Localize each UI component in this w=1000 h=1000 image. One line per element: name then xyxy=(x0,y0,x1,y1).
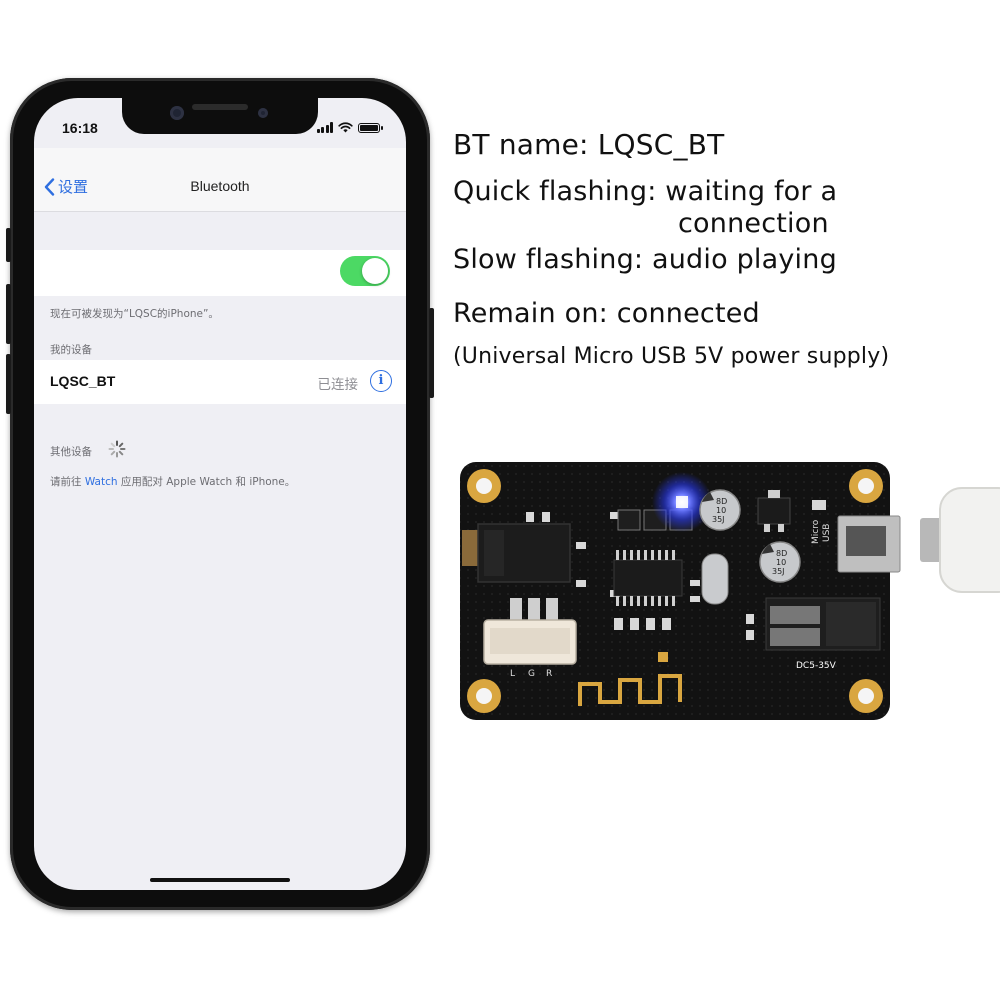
phone-power-button xyxy=(429,308,434,398)
battery-icon xyxy=(358,122,383,133)
micro-label-line1: Micro xyxy=(811,519,821,544)
mounting-holes xyxy=(467,469,883,713)
pin-label-g: G xyxy=(528,669,535,679)
pair-hint-prefix: 请前往 xyxy=(50,476,85,488)
wifi-icon xyxy=(338,122,353,133)
pair-hint: 请前往 Watch 应用配对 Apple Watch 和 iPhone。 xyxy=(50,474,295,489)
my-devices-header: 我的设备 xyxy=(50,344,92,356)
micro-label-line2: USB xyxy=(822,524,832,542)
discoverable-text: 现在可被发现为“LQSC的iPhone”。 xyxy=(50,308,219,320)
pair-hint-suffix: 应用配对 Apple Watch 和 iPhone。 xyxy=(117,476,296,488)
front-camera xyxy=(170,106,184,120)
pcb-antenna xyxy=(578,652,682,706)
watch-app-link[interactable]: Watch xyxy=(84,476,118,488)
main-ic-chip xyxy=(613,550,683,606)
phone-volume-up xyxy=(6,284,11,344)
bluetooth-audio-board: 8D 10 35J 8D 10 35J xyxy=(440,430,1000,750)
cap2-line3: 35J xyxy=(772,567,785,576)
device-name: LQSC_BT xyxy=(50,373,116,389)
power-note-text: (Universal Micro USB 5V power supply) xyxy=(453,344,890,369)
toggle-knob xyxy=(362,258,388,284)
usb-plug xyxy=(920,487,1000,593)
device-row-lqsc-bt[interactable]: LQSC_BT 已连接 i xyxy=(34,360,406,404)
capacitor-1: 8D 10 35J xyxy=(699,489,741,531)
bluetooth-toggle[interactable] xyxy=(340,256,390,286)
capacitor-2: 8D 10 35J xyxy=(759,541,801,583)
pin-label-r: R xyxy=(546,669,552,679)
home-indicator[interactable] xyxy=(150,878,290,882)
pin-label-l: L xyxy=(510,669,515,679)
quick-flash-text: Quick flashing: waiting for a xyxy=(453,176,838,207)
earpiece-speaker xyxy=(192,104,248,110)
phone-mockup: 16:18 设置 Bluetooth 现在可被发现为“L xyxy=(6,78,434,910)
board-illustration: 8D 10 35J 8D 10 35J xyxy=(460,462,1000,720)
back-label: 设置 xyxy=(58,178,89,196)
proximity-sensor xyxy=(258,108,268,118)
nav-bar: 设置 Bluetooth xyxy=(34,148,406,212)
crystal-oscillator xyxy=(701,553,729,605)
dc-screw-terminal: DC5-35V xyxy=(765,597,881,671)
slow-flash-text: Slow flashing: audio playing xyxy=(453,244,837,275)
phone-notch xyxy=(122,98,318,134)
cap2-line2: 10 xyxy=(776,558,786,567)
bt-name-text: BT name: LQSC_BT xyxy=(453,128,725,161)
info-icon[interactable]: i xyxy=(370,370,392,392)
audio-jack xyxy=(462,523,571,583)
phone-side-button xyxy=(6,228,11,262)
speaker-connector: L G R xyxy=(483,598,577,679)
bluetooth-toggle-row xyxy=(34,250,406,296)
phone-volume-down xyxy=(6,354,11,414)
signal-icon xyxy=(316,122,333,133)
cap2-line1: 8D xyxy=(776,549,787,558)
other-devices-header: 其他设备 xyxy=(50,446,92,458)
status-icons xyxy=(316,122,383,133)
phone-screen: 16:18 设置 Bluetooth 现在可被发现为“L xyxy=(34,98,406,890)
remain-on-text: Remain on: connected xyxy=(453,298,760,329)
cap1-line1: 8D xyxy=(716,497,727,506)
status-time: 16:18 xyxy=(62,120,98,136)
voltage-regulator xyxy=(757,490,791,532)
device-status: 已连接 xyxy=(317,377,359,393)
page-title: Bluetooth xyxy=(190,178,250,194)
cap1-line2: 10 xyxy=(716,506,726,515)
cap1-line3: 35J xyxy=(712,515,725,524)
chevron-left-icon xyxy=(44,177,55,196)
quick-flash-text-cont: connection xyxy=(678,208,829,239)
loading-spinner-icon xyxy=(108,440,126,458)
dc-voltage-label: DC5-35V xyxy=(796,661,837,671)
micro-usb-port: Micro USB xyxy=(811,515,901,573)
back-button[interactable]: 设置 xyxy=(44,176,88,197)
